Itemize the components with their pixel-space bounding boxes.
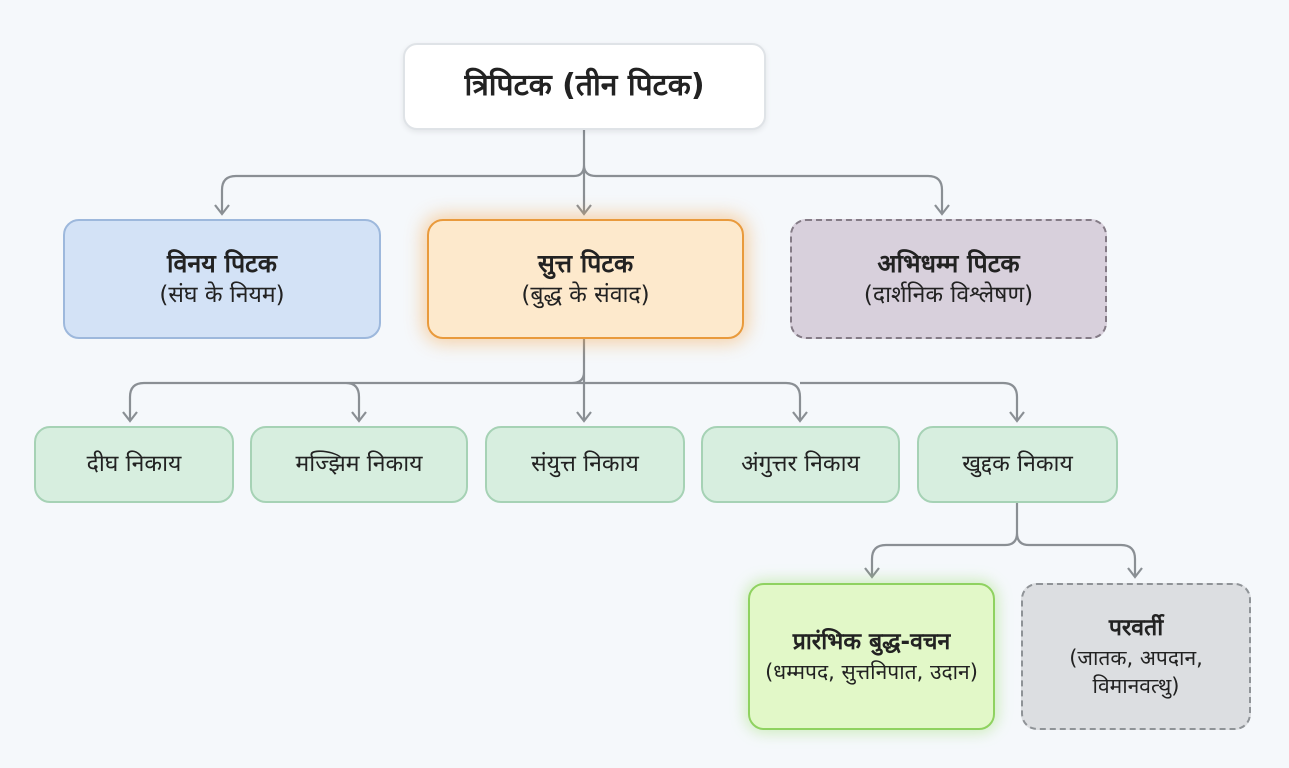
nikaya-label: मज्झिम निकाय [295, 450, 423, 477]
nikaya-majjhima: मज्झिम निकाय [250, 426, 468, 503]
nikaya-label: संयुत्त निकाय [531, 450, 639, 477]
nikaya-khuddaka: खुद्दक निकाय [917, 426, 1118, 503]
nikaya-label: अंगुत्तर निकाय [741, 450, 860, 477]
node-title: अभिधम्म पिटक [877, 248, 1020, 278]
node-subtitle: (बुद्ध के संवाद) [521, 282, 650, 309]
node-title: सुत्त पिटक [537, 248, 634, 278]
nikaya-digha: दीघ निकाय [34, 426, 234, 503]
node-title: प्रारंभिक बुद्ध-वचन [792, 628, 951, 655]
nikaya-samyutta: संयुत्त निकाय [485, 426, 685, 503]
nikaya-anguttara: अंगुत्तर निकाय [701, 426, 900, 503]
sutta-pitaka-node: सुत्त पिटक (बुद्ध के संवाद) [427, 219, 744, 339]
node-title: परवर्ती [1108, 614, 1164, 641]
node-subtitle: (जातक, अपदान, विमानवत्थु) [1069, 645, 1203, 699]
nikaya-label: खुद्दक निकाय [962, 450, 1073, 477]
node-subtitle: (संघ के नियम) [159, 282, 285, 309]
node-title: विनय पिटक [167, 248, 277, 278]
nikaya-label: दीघ निकाय [86, 450, 182, 477]
connector-root [220, 130, 944, 214]
node-subtitle: (दार्शनिक विश्लेषण) [863, 282, 1034, 309]
root-node: त्रिपिटक (तीन पिटक) [403, 43, 766, 130]
early-buddha-vachana-node: प्रारंभिक बुद्ध-वचन (धम्मपद, सुत्तनिपात,… [748, 583, 995, 730]
later-texts-node: परवर्ती (जातक, अपदान, विमानवत्थु) [1021, 583, 1251, 730]
vinaya-pitaka-node: विनय पिटक (संघ के नियम) [63, 219, 381, 339]
connector-khuddaka [870, 503, 1137, 577]
node-subtitle: (धम्मपद, सुत्तनिपात, उदान) [765, 659, 978, 684]
root-title: त्रिपिटक (तीन पिटक) [464, 68, 705, 104]
connector-sutta [128, 339, 1019, 421]
abhidhamma-pitaka-node: अभिधम्म पिटक (दार्शनिक विश्लेषण) [790, 219, 1107, 339]
